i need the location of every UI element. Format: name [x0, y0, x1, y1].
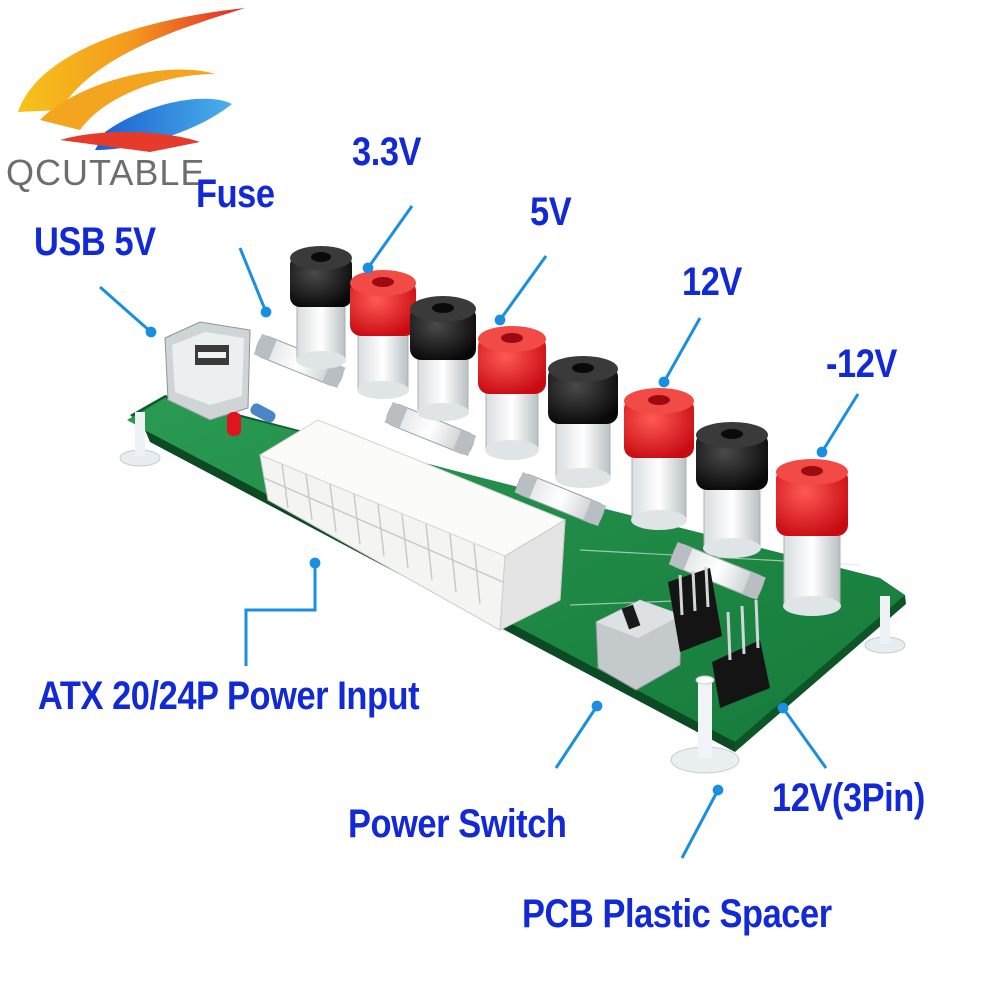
- label-usb-5v: USB 5V: [34, 220, 156, 264]
- label-12v: 12V: [682, 260, 742, 304]
- label-power-switch: Power Switch: [348, 802, 567, 846]
- pin-headers: [668, 566, 770, 708]
- label-5v: 5V: [530, 190, 572, 234]
- usb-port: [164, 321, 251, 421]
- label-12v-3pin: 12V(3Pin): [772, 776, 925, 820]
- binding-posts: [290, 246, 848, 616]
- brand-name: QCUTABLE: [6, 152, 206, 193]
- atx-connector: [258, 419, 567, 631]
- label-fuse: Fuse: [196, 172, 275, 216]
- label-3v3: 3.3V: [352, 130, 422, 174]
- callout-lines: [99, 205, 860, 859]
- brand-logo: [18, 8, 245, 152]
- label-pcb-spacer: PCB Plastic Spacer: [522, 892, 832, 936]
- power-switch: [595, 599, 683, 691]
- pcb-spacers: [119, 412, 906, 774]
- label-minus-12v: -12V: [826, 342, 897, 386]
- led-resistor: [227, 403, 276, 436]
- label-atx-input: ATX 20/24P Power Input: [38, 674, 420, 718]
